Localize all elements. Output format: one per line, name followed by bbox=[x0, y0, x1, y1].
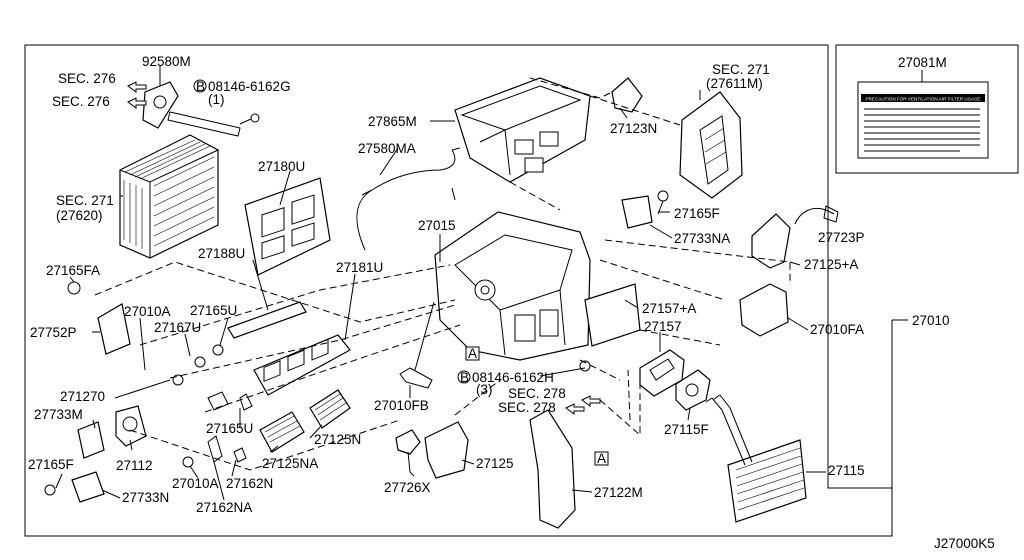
label-bolt-08146-6162h: 08146-6162H bbox=[472, 370, 554, 385]
expansion-valve bbox=[142, 81, 260, 137]
bracket-27125a bbox=[751, 213, 791, 269]
label-27015: 27015 bbox=[418, 218, 456, 233]
label-27162na: 27162NA bbox=[196, 500, 252, 515]
filter-cover bbox=[584, 283, 641, 347]
label-sec271-b-ref: (27611M) bbox=[706, 76, 763, 91]
vent-27188u bbox=[227, 301, 307, 339]
left-small-parts bbox=[44, 281, 253, 503]
label-sec271-a: SEC. 271 bbox=[56, 193, 114, 208]
marker-a-2-box bbox=[594, 451, 609, 466]
bolt-marker-b-2-text: B bbox=[460, 370, 469, 385]
actuator-27125 bbox=[424, 421, 469, 479]
label-27081m: 27081M bbox=[898, 55, 947, 70]
label-27115f: 27115F bbox=[664, 422, 709, 437]
label-27752p: 27752P bbox=[30, 325, 77, 340]
marker-a-2: A bbox=[597, 451, 606, 466]
evaporator-core bbox=[119, 134, 219, 259]
bolt-marker-b-2 bbox=[457, 370, 471, 384]
bracket-27123n bbox=[611, 77, 643, 113]
diagram-code: J27000K5 bbox=[934, 536, 995, 551]
heater-core bbox=[705, 394, 807, 523]
label-27165f-top: 27165F bbox=[674, 206, 720, 221]
bolt-marker-b-1-text: B bbox=[196, 79, 205, 94]
label-plate-text: PRECAUTION FOR VENTILATION AIR FILTER US… bbox=[866, 97, 981, 102]
sec278-arrow-2 bbox=[565, 403, 585, 415]
marker-a-1-box bbox=[465, 346, 480, 361]
label-27580ma: 27580MA bbox=[358, 141, 416, 156]
label-27157-plus-a: 27157+A bbox=[642, 301, 696, 316]
label-27010fa: 27010FA bbox=[810, 322, 864, 337]
floor-duct-27122m bbox=[529, 409, 576, 529]
label-sec276-a: SEC. 276 bbox=[58, 71, 116, 86]
label-27165u-bottom: 27165U bbox=[206, 421, 253, 436]
label-27125-plus-a: 27125+A bbox=[804, 257, 858, 272]
label-27112: 27112 bbox=[116, 458, 153, 473]
assembly-dashed-lines bbox=[94, 77, 791, 471]
sensor-27726x bbox=[395, 429, 421, 473]
label-bolt-08146-6162g-qty: (1) bbox=[208, 92, 225, 107]
label-bolt-08146-6162g: 08146-6162G bbox=[208, 79, 291, 94]
label-27010a-bottom: 27010A bbox=[172, 476, 219, 491]
label-27733n: 27733N bbox=[122, 490, 169, 505]
label-27865m: 27865M bbox=[368, 114, 417, 129]
label-27180u: 27180U bbox=[258, 159, 305, 174]
label-bolt-08146-6162h-qty: (3) bbox=[476, 382, 493, 397]
label-27733m: 27733M bbox=[34, 407, 83, 422]
label-27167u: 27167U bbox=[154, 320, 201, 335]
caution-label-plate: PRECAUTION FOR VENTILATION AIR FILTER US… bbox=[857, 81, 989, 159]
label-27125: 27125 bbox=[476, 456, 514, 471]
label-27115: 27115 bbox=[828, 463, 865, 478]
label-27010a-top: 27010A bbox=[124, 304, 171, 319]
label-27165u-top: 27165U bbox=[190, 303, 237, 318]
vent-27125na bbox=[259, 411, 305, 453]
side-duct bbox=[679, 91, 743, 199]
heater-unit-assembly bbox=[434, 211, 591, 361]
marker-a-1: A bbox=[468, 346, 477, 361]
label-inset-frame bbox=[835, 44, 1019, 174]
label-27162n: 27162N bbox=[226, 476, 273, 491]
label-27723p: 27723P bbox=[818, 230, 865, 245]
bracket-27010fa bbox=[739, 283, 789, 337]
label-92580m: 92580M bbox=[142, 54, 191, 69]
label-27726x: 27726X bbox=[384, 480, 431, 495]
label-sec271-a-ref: (27620) bbox=[56, 208, 103, 223]
label-sec271-b: SEC. 271 bbox=[712, 62, 770, 77]
label-27123n: 27123N bbox=[610, 121, 657, 136]
label-27165f-left: 27165F bbox=[28, 457, 74, 472]
sec276-arrows bbox=[127, 81, 147, 109]
label-27165fa: 27165FA bbox=[46, 263, 100, 278]
center-vent-grille bbox=[244, 177, 331, 276]
label-27188u: 27188U bbox=[198, 246, 245, 261]
label-27125na: 27125NA bbox=[262, 456, 318, 471]
label-sec278-a: SEC. 278 bbox=[508, 386, 566, 401]
leader-lines bbox=[55, 66, 908, 501]
label-27010fb: 27010FB bbox=[374, 398, 429, 413]
label-27010: 27010 bbox=[912, 313, 950, 328]
label-sec276-b: SEC. 276 bbox=[52, 94, 110, 109]
sec278-arrow-1 bbox=[581, 395, 601, 407]
bolt-marker-b-1 bbox=[193, 79, 207, 93]
vent-27181u bbox=[253, 334, 351, 396]
label-sec278-b: SEC. 278 bbox=[498, 400, 556, 415]
vent-27125n bbox=[309, 389, 351, 429]
grommet-27115f bbox=[675, 369, 711, 411]
bracket-27010fb bbox=[399, 367, 433, 389]
label-27122m: 27122M bbox=[594, 485, 643, 500]
wire-harness bbox=[356, 147, 461, 251]
label-27125n: 27125N bbox=[314, 432, 361, 447]
label-27181u: 27181U bbox=[336, 260, 383, 275]
bolt-27165f-top bbox=[657, 190, 669, 215]
label-271270: 271270 bbox=[60, 389, 105, 404]
intake-housing bbox=[454, 77, 591, 183]
label-27733na: 27733NA bbox=[674, 231, 730, 246]
sensor-27723p bbox=[794, 205, 839, 225]
label-27157: 27157 bbox=[644, 319, 682, 334]
actuator-27733na bbox=[621, 195, 653, 229]
